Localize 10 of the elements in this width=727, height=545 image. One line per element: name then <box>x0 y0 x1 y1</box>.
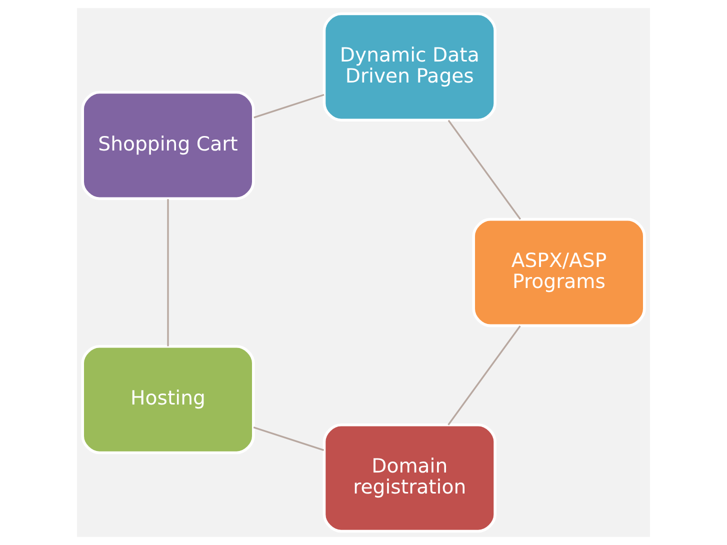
connector <box>448 325 521 426</box>
node-box: Domain registration <box>322 423 496 533</box>
node-box: Shopping Cart <box>81 90 255 200</box>
node-box: ASPX/ASP Programs <box>472 218 646 328</box>
connector <box>448 120 522 220</box>
connector <box>253 426 324 451</box>
node-box: Dynamic Data Driven Pages <box>322 12 496 122</box>
connector <box>254 94 324 118</box>
connector <box>167 199 169 346</box>
node-box: Hosting <box>81 344 255 454</box>
